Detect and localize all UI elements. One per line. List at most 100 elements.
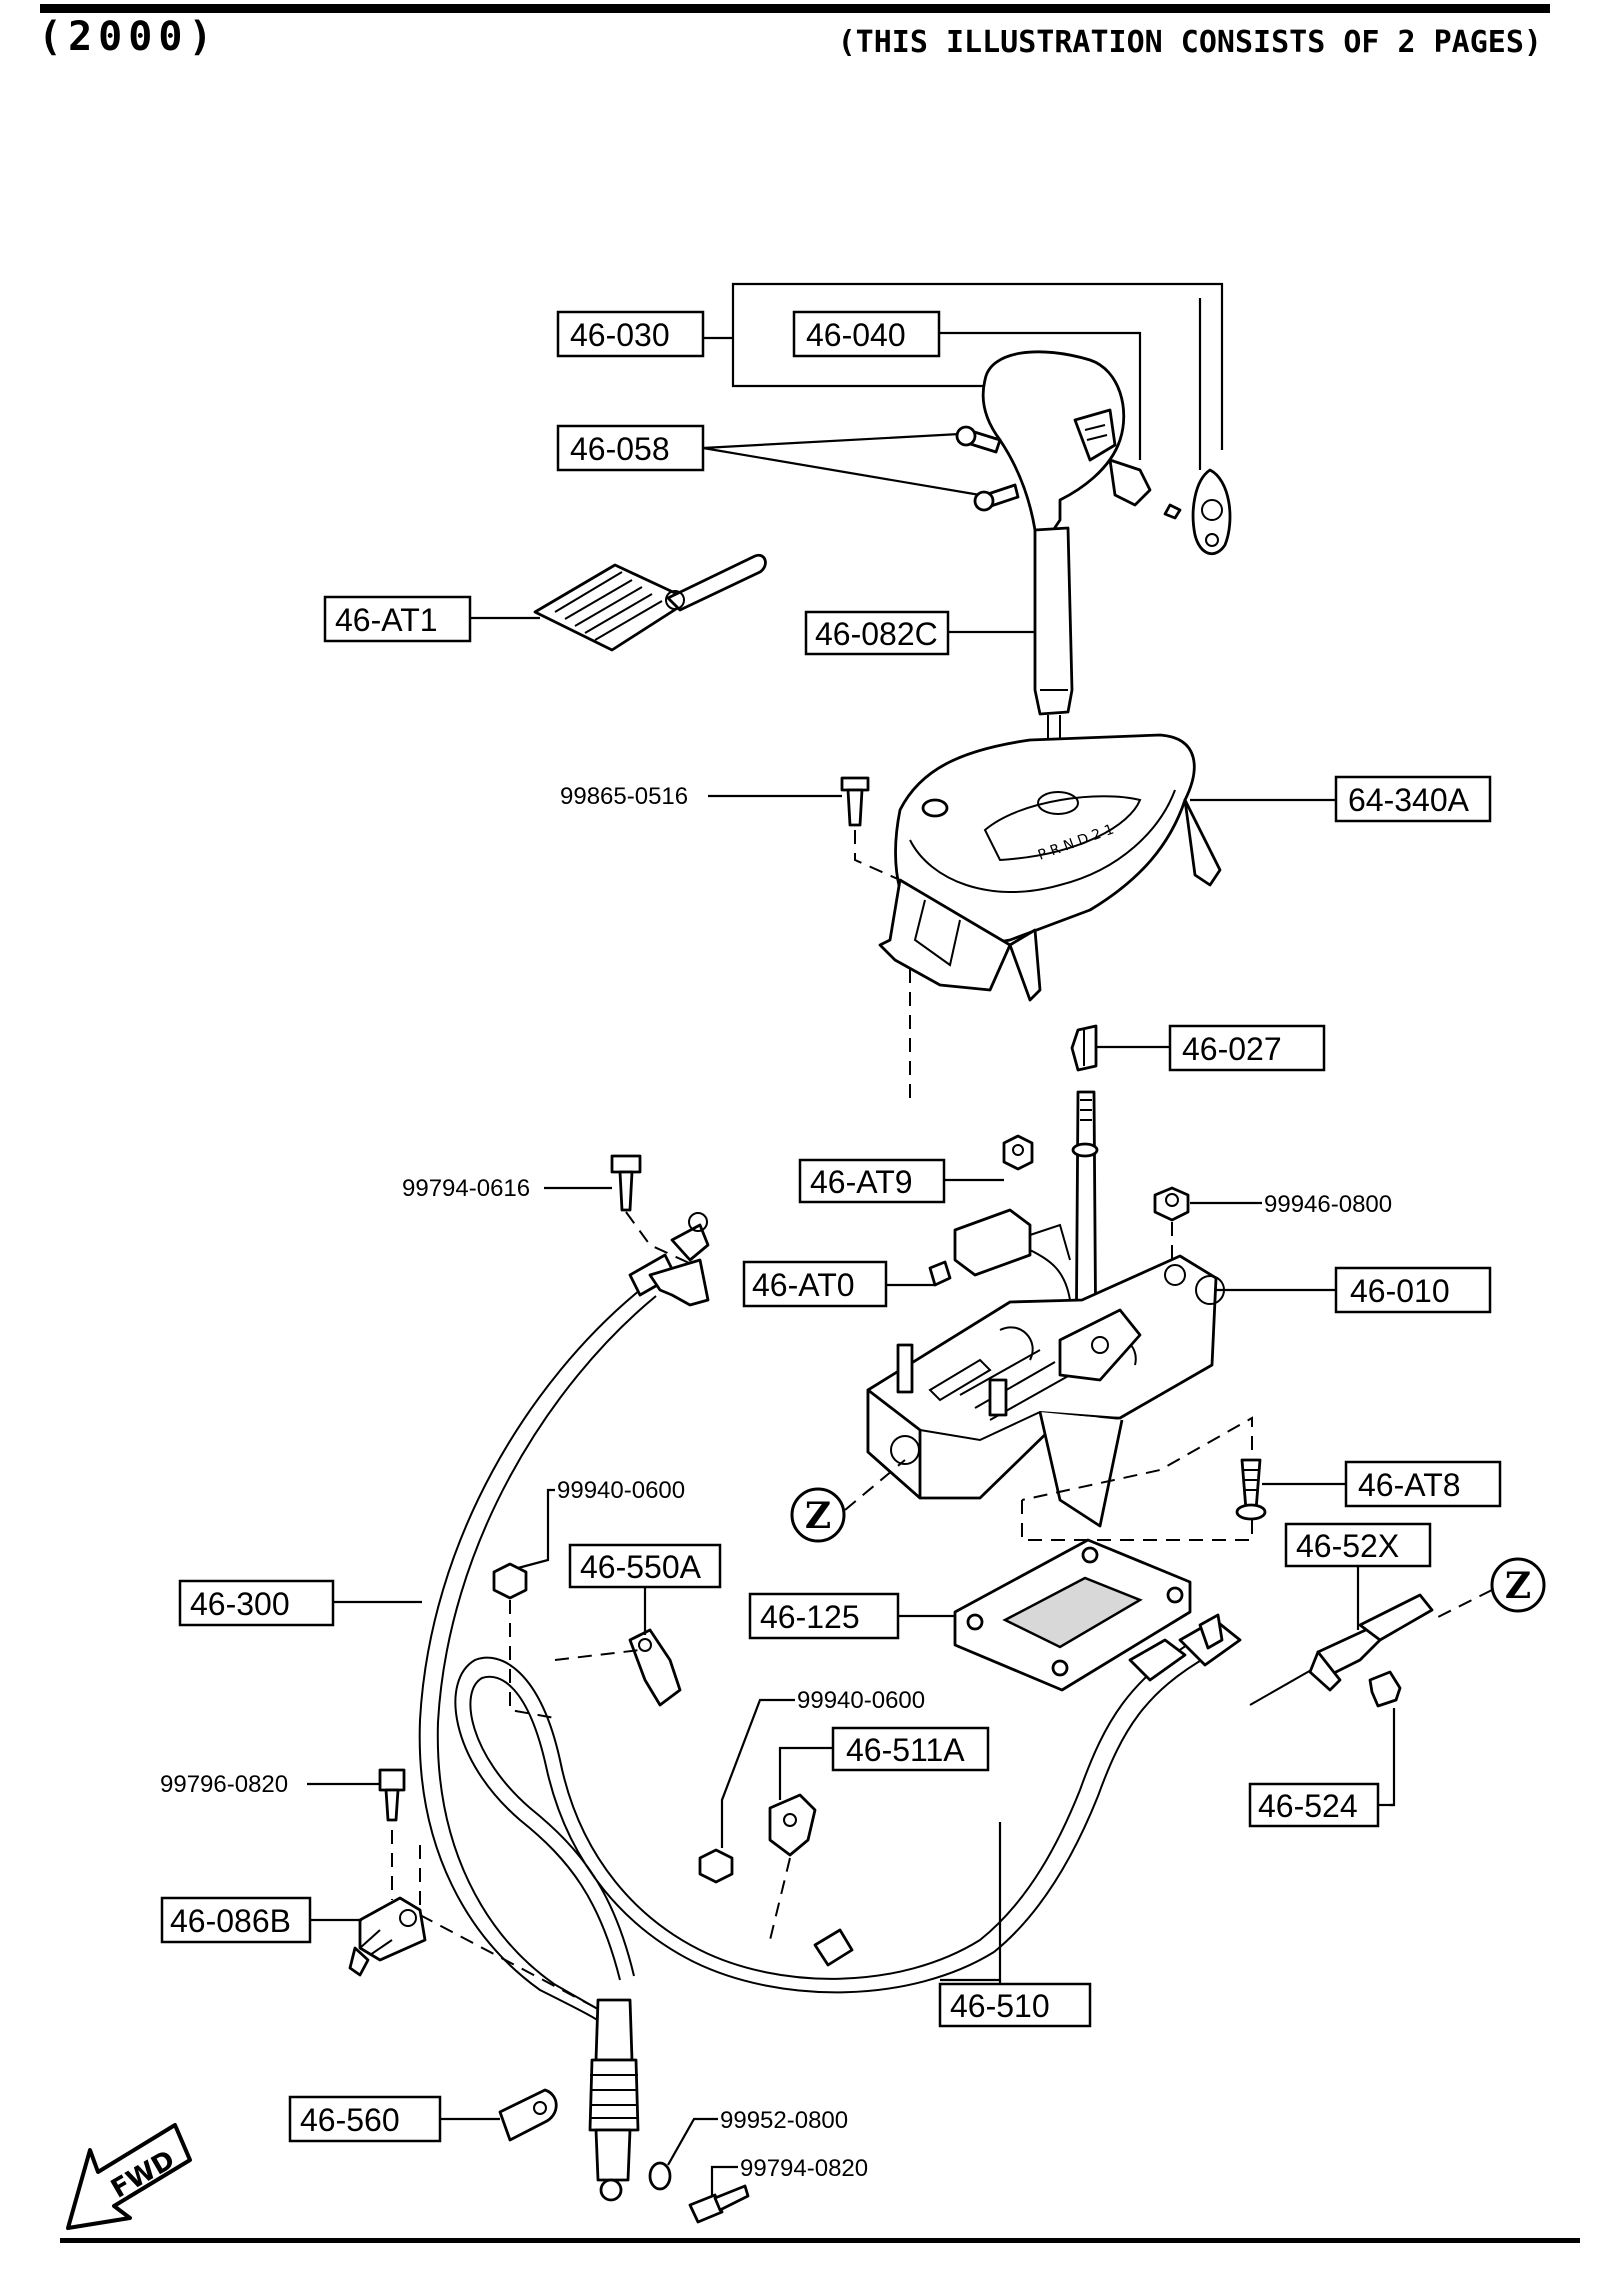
dash-bracket-086b: [391, 1830, 601, 2011]
callout-46-52X: 46-52X: [1284, 1522, 1432, 1568]
callout-46-510: 46-510: [938, 1982, 1092, 2028]
pn-99865-0516: 99865-0516: [560, 783, 688, 810]
shift-rod-cover: [1033, 526, 1074, 740]
svg-text:46-086B: 46-086B: [170, 1903, 291, 1939]
switch-46-52X: [1249, 1593, 1434, 1706]
svg-text:Z: Z: [805, 1495, 831, 1537]
dash-z-right: [1431, 1589, 1493, 1621]
top-border: [40, 4, 1550, 13]
callout-46-030: 46-030: [556, 310, 705, 358]
callout-46-086B: 46-086B: [160, 1896, 312, 1944]
bottom-border: [60, 2238, 1580, 2243]
shift-mechanism: [866, 1090, 1225, 1528]
leader-99940-0600-b: [720, 1698, 795, 1848]
pn-99794-0616: 99794-0616: [402, 1175, 530, 1202]
callout-46-010: 46-010: [1334, 1266, 1492, 1314]
svg-text:46-AT9: 46-AT9: [810, 1164, 913, 1200]
pn-99946-0800: 99946-0800: [1264, 1191, 1392, 1218]
callout-46-AT9: 46-AT9: [798, 1158, 946, 1204]
pages-note: (THIS ILLUSTRATION CONSISTS OF 2 PAGES): [838, 25, 1542, 60]
leader-46-511A: [778, 1746, 833, 1800]
clip-46-524: [1368, 1670, 1402, 1708]
fwd-arrow-icon: FWD: [66, 2123, 192, 2230]
callout-46-524: 46-524: [1248, 1782, 1380, 1828]
bolt-46-AT8: [1235, 1458, 1267, 1521]
nut-99940-0600-right: [698, 1848, 734, 1884]
callout-46-125: 46-125: [748, 1592, 900, 1640]
nut-46-AT9: [1002, 1134, 1034, 1171]
callout-46-058: 46-058: [556, 424, 705, 472]
pn-99794-0820: 99794-0820: [740, 2155, 868, 2182]
svg-text:46-300: 46-300: [190, 1586, 290, 1622]
pn-99940-0600-a: 99940-0600: [557, 1477, 685, 1504]
reference-marker-z-left: Z: [790, 1487, 846, 1543]
bracket-46-550A: [628, 1628, 682, 1707]
svg-text:46-AT0: 46-AT0: [752, 1267, 855, 1303]
knob-screw-upper: [955, 425, 1002, 454]
callout-46-511A: 46-511A: [831, 1726, 990, 1772]
svg-text:46-560: 46-560: [300, 2102, 400, 2138]
knob-screw-lower: [973, 483, 1020, 512]
callout-46-027: 46-027: [1168, 1024, 1326, 1072]
pn-99940-0600-b: 99940-0600: [797, 1687, 925, 1714]
screw-99865-0516: [840, 776, 870, 827]
callout-46-300: 46-300: [178, 1579, 335, 1627]
instruction-tag: [533, 553, 767, 652]
reference-marker-z-right: Z: [1490, 1557, 1546, 1613]
svg-text:46-030: 46-030: [570, 317, 670, 353]
callout-64-340A: 64-340A: [1334, 775, 1492, 823]
svg-text:46-082C: 46-082C: [815, 616, 938, 652]
bolt-99796-0820: [378, 1768, 406, 1822]
svg-text:46-010: 46-010: [1350, 1273, 1450, 1309]
svg-text:46-510: 46-510: [950, 1988, 1050, 2024]
cable-46-510: [454, 1639, 1196, 1981]
dash-nut-left: [509, 1600, 641, 1719]
bolt-99794-0820: [688, 2184, 750, 2224]
clip-46-511A: [768, 1793, 817, 1857]
cable-bracket-upper: [648, 1258, 710, 1307]
dash-clip: [769, 1857, 791, 1941]
callout-46-550A: 46-550A: [568, 1543, 722, 1589]
bolt-99794-0616: [610, 1154, 642, 1212]
svg-text:46-524: 46-524: [1258, 1788, 1358, 1824]
washer-99952-0800: [648, 2161, 672, 2191]
nut-99940-0600-left: [492, 1562, 528, 1600]
callout-46-082C: 46-082C: [804, 610, 950, 656]
nut-99946-0800: [1153, 1186, 1190, 1222]
pn-99796-0820: 99796-0820: [160, 1771, 288, 1798]
dash-bolt-link: [1021, 1416, 1253, 1541]
leader-99794-0820: [710, 2165, 738, 2196]
callout-46-AT0: 46-AT0: [742, 1260, 888, 1308]
svg-text:64-340A: 64-340A: [1348, 782, 1470, 818]
callout-46-560: 46-560: [288, 2095, 442, 2143]
dash-z-left: [844, 1459, 906, 1511]
leader-99940-0600-a: [517, 1488, 555, 1570]
shift-knob: [981, 350, 1232, 556]
leader-46-058: [702, 431, 981, 497]
cable-adjuster: [588, 1998, 640, 2202]
svg-text:46-AT1: 46-AT1: [335, 602, 438, 638]
svg-text:46-511A: 46-511A: [846, 1732, 965, 1768]
svg-text:46-125: 46-125: [760, 1599, 860, 1635]
leader-46-030: [703, 282, 1224, 450]
part-46-027: [1070, 1024, 1098, 1072]
callout-46-AT8: 46-AT8: [1344, 1460, 1502, 1508]
dash-bolt-0616: [625, 1211, 701, 1269]
svg-text:46-550A: 46-550A: [580, 1549, 702, 1585]
year-label: (2000): [38, 14, 219, 60]
callout-46-040: 46-040: [792, 310, 941, 358]
indicator-panel: P R N D 2 1: [878, 733, 1222, 1002]
svg-text:46-027: 46-027: [1182, 1031, 1282, 1067]
leader-46-524: [1390, 1708, 1396, 1807]
callout-46-AT1: 46-AT1: [323, 595, 472, 643]
cable-46-300: [418, 1289, 641, 2031]
bracket-46-086B: [348, 1896, 427, 1977]
cable-end-46-510: [813, 1613, 1242, 1967]
svg-text:46-058: 46-058: [570, 431, 670, 467]
gasket: [953, 1538, 1192, 1692]
svg-text:Z: Z: [1505, 1565, 1531, 1607]
svg-text:46-52X: 46-52X: [1296, 1528, 1399, 1564]
clip-46-560: [498, 2088, 558, 2142]
leader-99952-0800: [667, 2117, 718, 2166]
